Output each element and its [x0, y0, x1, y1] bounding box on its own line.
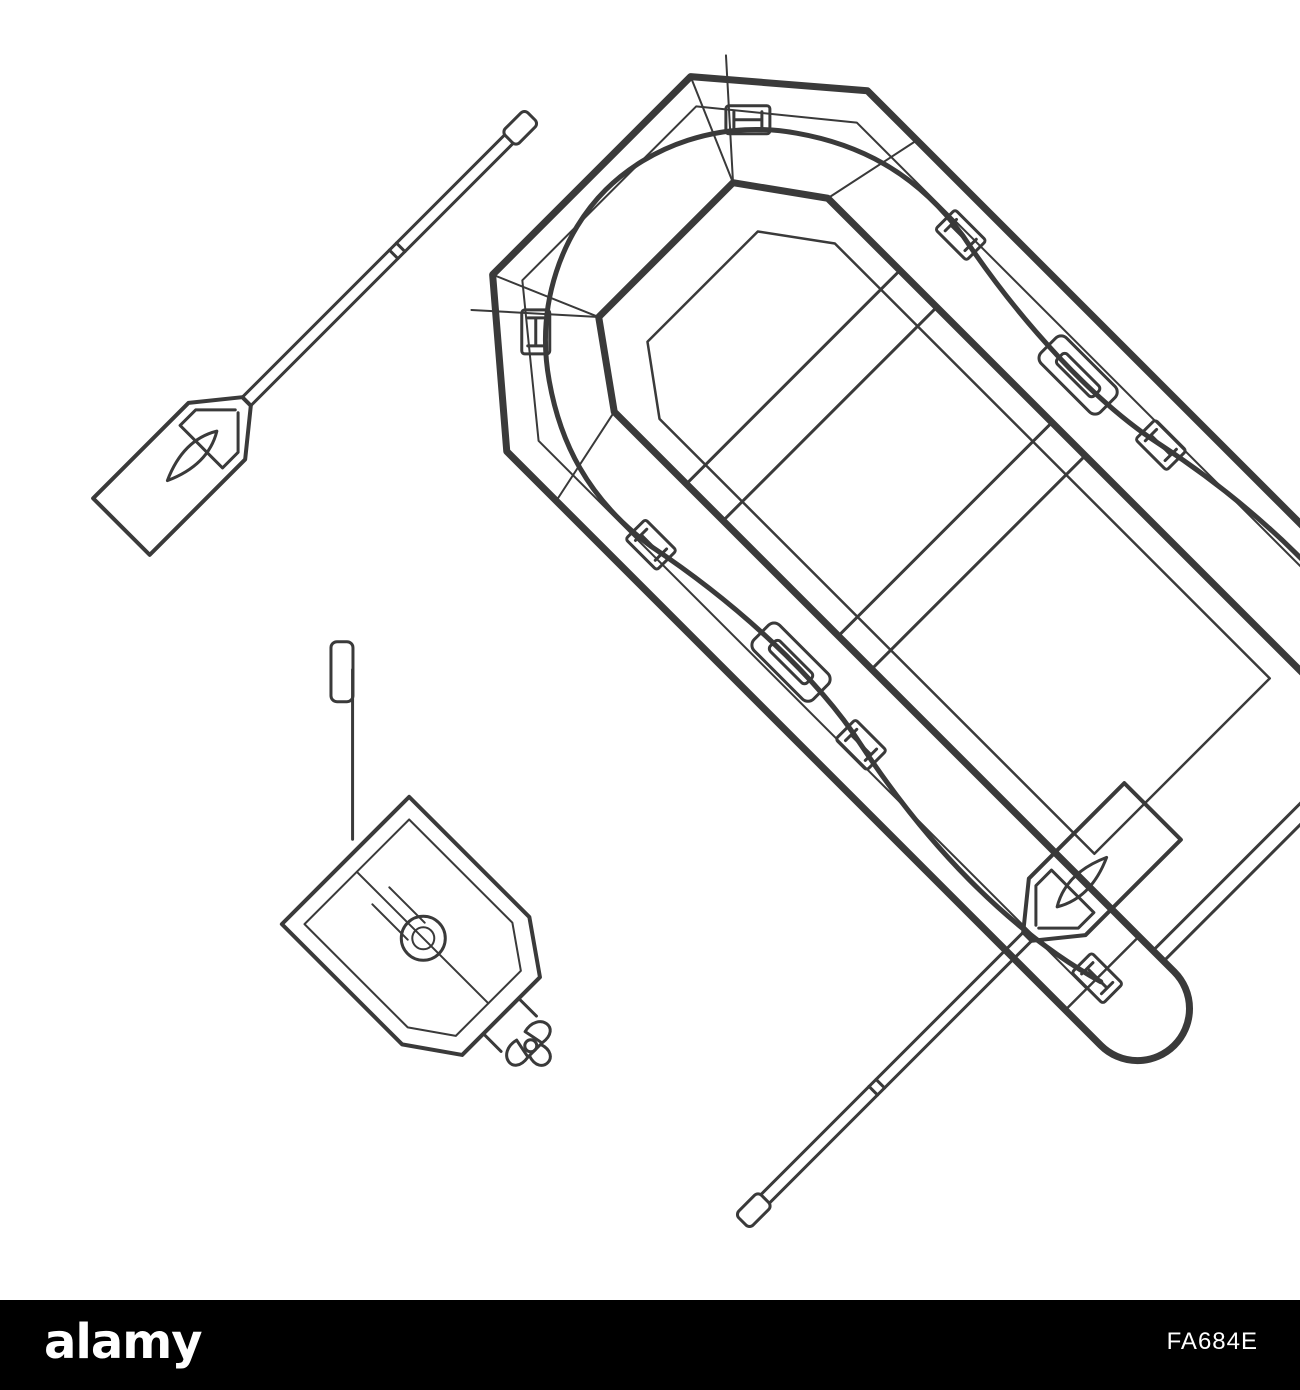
- oarlock-left: [750, 621, 832, 703]
- boat-outer-hull: [489, 73, 1300, 1065]
- bench-seat-rear: [836, 420, 1087, 671]
- rope-clip: [1071, 952, 1123, 1004]
- motor-cap-gear-icon: [399, 914, 447, 962]
- rope-clip: [1135, 419, 1187, 471]
- watermark-bar: alamy FA684E: [0, 1300, 1300, 1390]
- oar-blade: [1021, 781, 1183, 943]
- oar-blade: [91, 395, 253, 557]
- illustration: [91, 54, 1300, 1229]
- rope-clip: [520, 308, 552, 356]
- rope-clip: [625, 519, 677, 571]
- rope-clip: [835, 719, 887, 771]
- rope-clip: [935, 209, 987, 261]
- outboard-motor: [279, 640, 552, 1067]
- oar-grip: [735, 1192, 772, 1229]
- oar-left: [91, 109, 539, 557]
- oar-right: [735, 781, 1183, 1229]
- deck-floor: [646, 230, 1271, 855]
- inflatable-boat: [470, 54, 1300, 1065]
- oar-grip: [502, 109, 539, 146]
- image-id-label: FA684E: [1166, 1328, 1258, 1355]
- propeller-icon: [505, 1020, 552, 1067]
- bench-seat-front: [684, 268, 939, 523]
- tiller-grip: [329, 640, 355, 704]
- motor-housing: [279, 794, 542, 1057]
- alamy-logo: alamy: [44, 1314, 203, 1370]
- oarlock-right: [1037, 334, 1119, 416]
- rope-clip: [724, 104, 772, 136]
- grab-rope-left: [543, 127, 1300, 985]
- transom: [1151, 735, 1300, 963]
